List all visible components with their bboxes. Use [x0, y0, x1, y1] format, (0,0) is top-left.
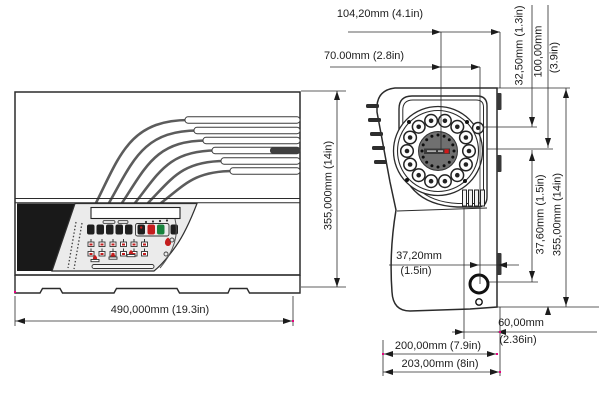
cooling-fins — [366, 104, 387, 164]
display-sub-row — [102, 219, 169, 224]
dim-side-height-label: 355,00mm (14in) — [551, 172, 564, 257]
dim-port-edge-mm-label: 60,00mm — [498, 317, 544, 329]
base-feet — [14, 275, 301, 294]
green-button — [157, 224, 165, 235]
red-button — [147, 224, 155, 235]
dim-top-rotor-in-label: (3.9in) — [548, 41, 561, 74]
dim-rotor-screw-label: 70.00mm (2.8in) — [323, 50, 405, 62]
side-view — [366, 87, 502, 312]
dim-port-offset-in-label: (1.5in) — [400, 265, 432, 277]
dim-port-edge-in-label: (2.36in) — [499, 334, 537, 346]
dim-top-rotor-mm-label: 100,00mm — [532, 25, 545, 78]
pump-rotor-icon — [392, 105, 484, 197]
dim-top-screw-label: 32,50mm (1.3in) — [513, 5, 526, 86]
panel-dotted-strips — [67, 221, 83, 270]
dim-depth-inner-label: 200,00mm (7.9in) — [394, 340, 482, 352]
dim-depth-overall-label: 203,00mm (8in) — [401, 358, 479, 370]
inlet-port-icon — [468, 273, 490, 306]
mounting-tabs — [497, 93, 502, 275]
panel-slider-bar — [91, 264, 155, 269]
button-group-box — [135, 223, 170, 237]
screw-hole-icon — [471, 121, 485, 135]
dim-front-height-label: 355,000mm (14in) — [322, 140, 335, 231]
dimension-lines — [14, 5, 599, 376]
dim-front-width-label: 490,000mm (19.3in) — [110, 304, 210, 316]
snap-point-markers — [14, 291, 501, 373]
lcd-display — [90, 206, 181, 220]
flame-icon — [164, 237, 172, 246]
dim-rotor-port-label: 37,60mm (1.5in) — [534, 174, 547, 255]
black-wedge — [17, 203, 75, 271]
dark-stripe-end — [270, 147, 300, 154]
panel-arc — [159, 218, 177, 269]
vent-slats — [462, 189, 485, 207]
button-row — [87, 223, 178, 237]
dim-top-width-label: 104,20mm (4.1in) — [336, 8, 424, 20]
rotor-label — [424, 148, 450, 154]
front-view — [14, 91, 301, 294]
dim-port-offset-mm-label: 37,20mm — [396, 250, 442, 262]
